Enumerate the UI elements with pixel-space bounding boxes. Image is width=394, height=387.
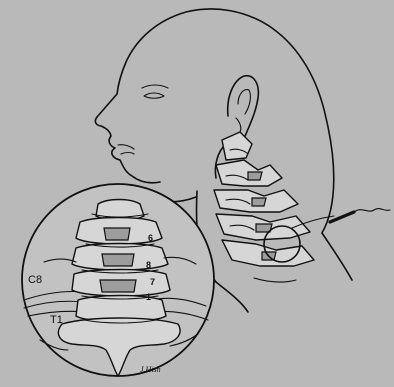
- artist-signature: J.Hish: [140, 365, 161, 374]
- label-level-8: 8: [146, 260, 151, 270]
- ear: [228, 76, 259, 140]
- magnified-inset: [22, 184, 214, 376]
- label-level-6: 6: [148, 233, 153, 243]
- needle: [330, 209, 390, 222]
- label-level-1: 1: [146, 292, 151, 302]
- label-c8: C8: [28, 274, 42, 286]
- label-level-7: 7: [150, 277, 155, 287]
- label-t1: T1: [50, 314, 63, 326]
